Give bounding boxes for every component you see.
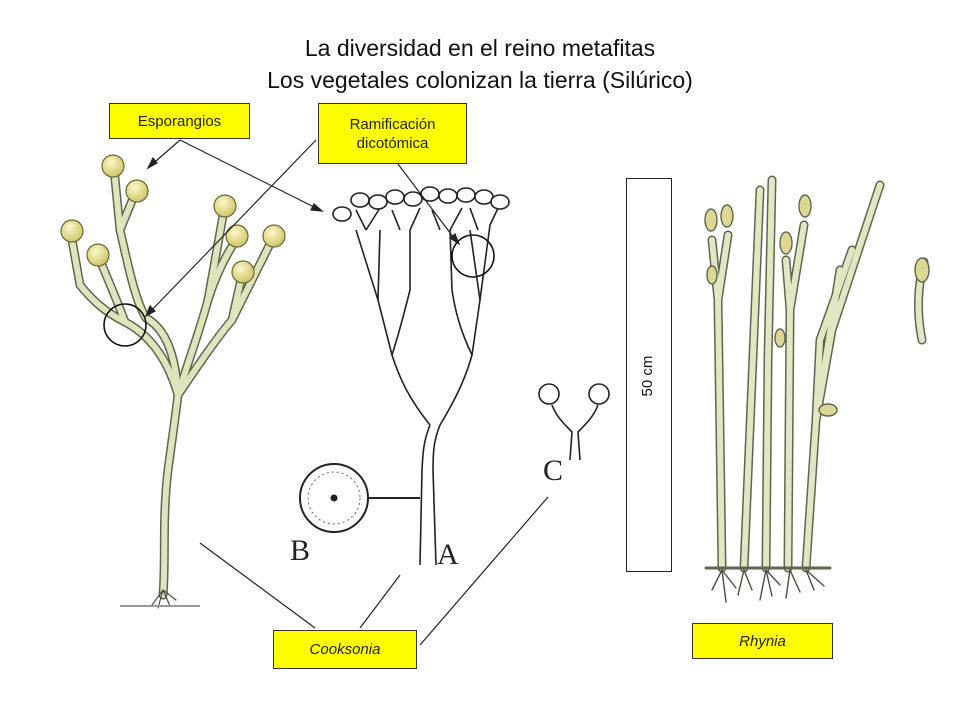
rhynia-partial-edge <box>913 257 930 345</box>
label-rhynia: Rhynia <box>692 623 833 659</box>
cooksonia-left-sporangia <box>60 154 286 284</box>
letter-c: C <box>543 454 564 487</box>
label-esporangios: Esporangios <box>109 103 250 139</box>
cooksonia-left-plant <box>67 163 277 609</box>
label-ramificacion-dicotomica: Ramificación dicotómica <box>318 103 467 164</box>
title-line-2: Los vegetales colonizan la tierra (Silúr… <box>267 67 693 93</box>
letter-b: B <box>290 534 311 567</box>
stem-cross-section-b <box>299 463 420 533</box>
highlight-circle-center <box>451 234 495 278</box>
letter-a: A <box>437 538 459 571</box>
cooksonia-detail-c <box>538 383 610 461</box>
pointer-lines <box>144 139 549 646</box>
cooksonia-line-sporangia <box>332 186 510 222</box>
rhynia-sporangia <box>704 194 838 417</box>
rhynia-plant <box>704 175 885 603</box>
highlight-circle-left <box>103 303 147 347</box>
title-line-1: La diversidad en el reino metafitas <box>304 35 656 61</box>
label-cooksonia: Cooksonia <box>273 630 417 669</box>
scale-label: 50 cm <box>639 355 656 397</box>
cooksonia-line-drawing <box>355 203 501 566</box>
scale-bar <box>626 178 672 572</box>
